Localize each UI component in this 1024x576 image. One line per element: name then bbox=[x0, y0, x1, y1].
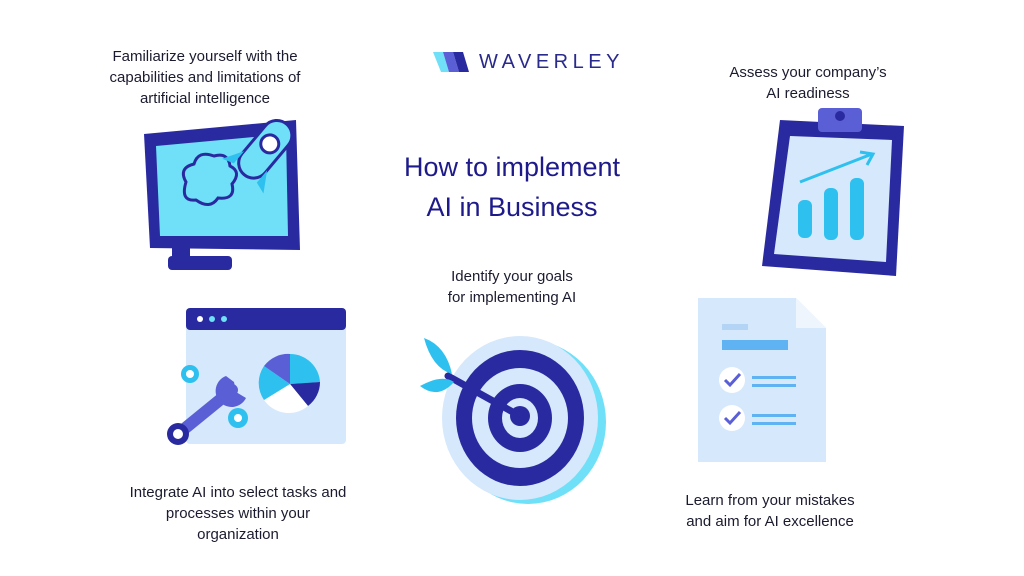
rocket-monitor-icon bbox=[144, 118, 300, 270]
step-caption-familiarize: Familiarize yourself with the capabiliti… bbox=[109, 48, 301, 107]
clipboard-chart-icon bbox=[762, 108, 904, 276]
step-caption-integrate: Integrate AI into select tasks and proce… bbox=[129, 484, 347, 543]
brand-logo: WAVERLEY bbox=[433, 50, 624, 74]
checklist-document-icon bbox=[698, 298, 826, 462]
browser-wrench-icon bbox=[167, 308, 346, 445]
target-dart-icon bbox=[420, 336, 606, 504]
waverley-logo-icon bbox=[433, 52, 469, 72]
step-caption-learn: Learn from your mistakes and aim for AI … bbox=[685, 492, 855, 530]
step-caption-identify: Identify your goals for implementing AI bbox=[447, 268, 577, 306]
brand-name: WAVERLEY bbox=[479, 50, 624, 73]
step-caption-assess: Assess your company’s AI readiness bbox=[729, 64, 887, 102]
page-title: How to implement AI in Business bbox=[403, 152, 621, 222]
